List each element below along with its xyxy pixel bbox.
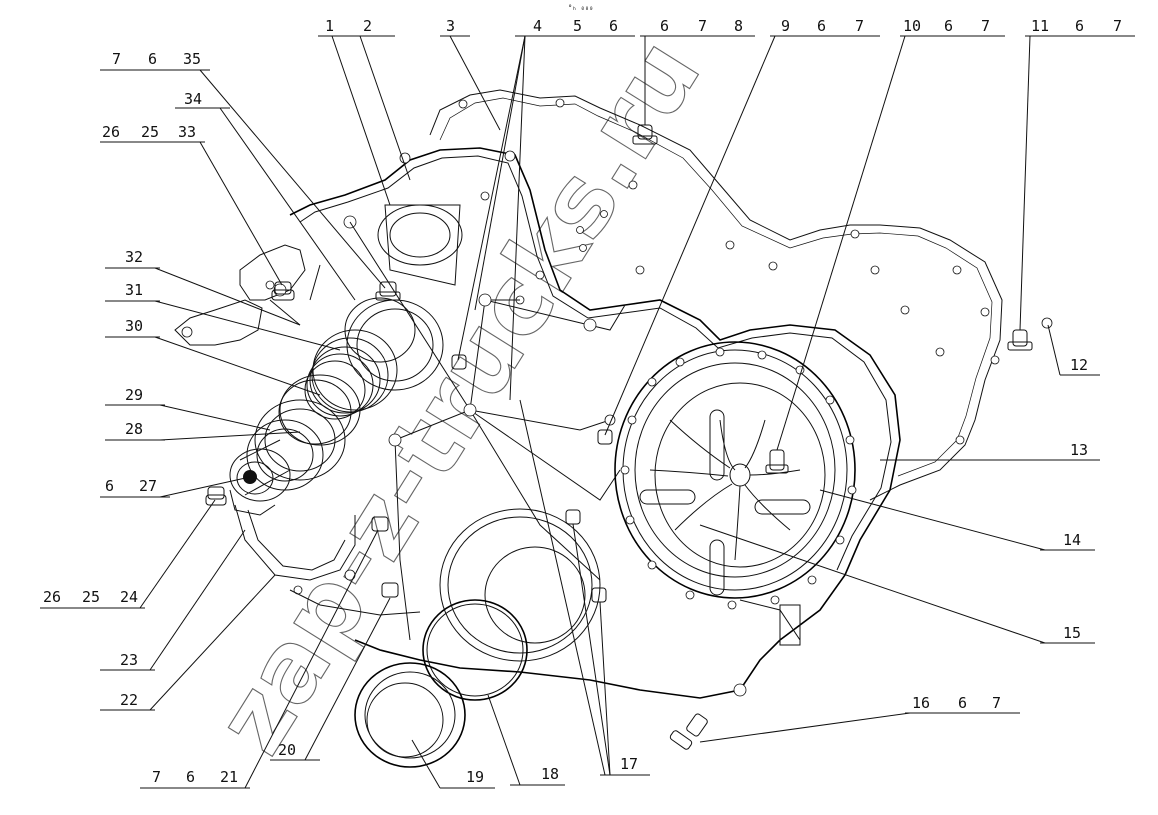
watermark: zap-z-trucks.ru: [194, 20, 723, 773]
callout-7: 7: [981, 17, 990, 35]
callout-6: 6: [186, 768, 195, 786]
callout-25: 25: [141, 123, 159, 141]
callout-11: 11: [1031, 17, 1049, 35]
callout-16: 16: [912, 694, 930, 712]
callout-35: 35: [183, 50, 201, 68]
bolt-20: [381, 582, 399, 598]
callout-27: 27: [139, 477, 157, 495]
callout-6: 6: [1075, 17, 1084, 35]
bolts: [205, 124, 1053, 750]
callout-12: 12: [1070, 356, 1088, 374]
callout-8: 8: [734, 17, 743, 35]
callout-9: 9: [781, 17, 790, 35]
callout-6: 6: [609, 17, 618, 35]
bolt-9: [597, 429, 613, 445]
callout-29: 29: [125, 386, 143, 404]
callout-25: 25: [82, 588, 100, 606]
bolt-10: [765, 449, 789, 474]
bolt-17b: [591, 587, 607, 603]
callout-14: 14: [1063, 531, 1081, 549]
callout-1: 1: [325, 17, 334, 35]
bolt-24: [205, 486, 227, 506]
callout-6: 6: [817, 17, 826, 35]
bolt-21: [371, 516, 389, 532]
bolt-35: [375, 281, 401, 301]
central-bore: [422, 508, 601, 701]
callout-10: 10: [903, 17, 921, 35]
cover-ribs: [349, 221, 626, 641]
callout-28: 28: [125, 420, 143, 438]
callout-7: 7: [152, 768, 161, 786]
callout-22: 22: [120, 691, 138, 709]
callout-7: 7: [112, 50, 121, 68]
callout-32: 32: [125, 248, 143, 266]
rear-housing: [429, 89, 1003, 501]
callout-7: 7: [1113, 17, 1122, 35]
callout-3: 3: [446, 17, 455, 35]
callout-6: 6: [148, 50, 157, 68]
callout-26: 26: [43, 588, 61, 606]
callout-33: 33: [178, 123, 196, 141]
callout-4: 4: [533, 17, 542, 35]
bolt-16: [669, 713, 708, 750]
callout-15: 15: [1063, 624, 1081, 642]
callout-7: 7: [698, 17, 707, 35]
callout-19: 19: [466, 768, 484, 786]
lower-left-flange: [234, 504, 356, 581]
callout-26: 26: [102, 123, 120, 141]
callout-18: 18: [541, 765, 559, 783]
callout-21: 21: [220, 768, 238, 786]
callout-6: 6: [105, 477, 114, 495]
pump-cover: [614, 341, 857, 610]
bolt-17a: [565, 509, 581, 525]
bolt-11: [1007, 329, 1033, 351]
leader-lines: [40, 35, 1135, 789]
bolt-33: [271, 281, 295, 301]
dowel-12: [1041, 317, 1053, 329]
front-seal: [354, 662, 466, 768]
title-mark: °ₕ ₀₀₀: [568, 4, 593, 12]
callout-20: 20: [278, 741, 296, 759]
seal-stack: [229, 264, 444, 516]
callout-34: 34: [184, 90, 202, 108]
callout-17: 17: [620, 755, 638, 773]
callout-6: 6: [958, 694, 967, 712]
watermark-text: zap-z-trucks.ru: [195, 20, 723, 772]
callout-13: 13: [1070, 441, 1088, 459]
callout-7: 7: [855, 17, 864, 35]
callouts: 1 2 3 4 5 6 6 7 8 9 6 7 10 6 7 11 6 7 7 …: [43, 17, 1122, 786]
callout-5: 5: [573, 17, 582, 35]
callout-2: 2: [363, 17, 372, 35]
callout-6: 6: [660, 17, 669, 35]
callout-6: 6: [944, 17, 953, 35]
timing-cover: [174, 147, 901, 699]
callout-30: 30: [125, 317, 143, 335]
callout-31: 31: [125, 281, 143, 299]
callout-24: 24: [120, 588, 138, 606]
upper-boss: [377, 204, 463, 286]
callout-23: 23: [120, 651, 138, 669]
callout-7: 7: [992, 694, 1001, 712]
